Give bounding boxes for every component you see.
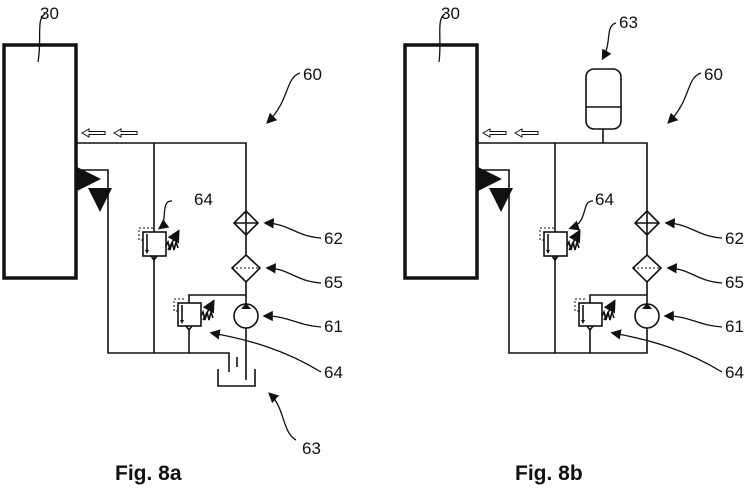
filter-65 <box>230 253 262 284</box>
leader-61 <box>262 310 322 328</box>
label-30: 30 <box>40 4 59 23</box>
leader-30 <box>438 13 446 63</box>
supply-line <box>76 142 247 213</box>
label-61: 61 <box>725 317 744 336</box>
label-60: 60 <box>303 65 322 84</box>
component-30-box <box>2 43 78 280</box>
figure-caption: Fig. 8a <box>115 462 182 485</box>
leader-64-upper <box>568 200 594 231</box>
label-64-upper: 64 <box>194 190 213 209</box>
leader-62 <box>664 218 723 239</box>
leader-30 <box>37 13 46 63</box>
pressure-relief-valve-upper <box>539 227 581 262</box>
label-62: 62 <box>324 229 343 248</box>
pump-61 <box>634 303 660 329</box>
supply-line <box>477 142 648 213</box>
label-60: 60 <box>704 65 723 84</box>
figure-8a: 30 64 <box>2 4 343 485</box>
leader-64-lower <box>610 329 723 373</box>
accumulator-63 <box>585 68 622 130</box>
pressure-relief-valve-upper <box>138 227 180 262</box>
label-65: 65 <box>324 273 343 292</box>
label-63: 63 <box>619 13 638 32</box>
tank-63 <box>217 369 256 387</box>
leader-60 <box>266 72 301 124</box>
label-30: 30 <box>441 4 460 23</box>
leader-64-upper <box>157 200 173 230</box>
label-64-upper: 64 <box>595 190 614 209</box>
leader-65 <box>666 263 723 284</box>
filter-62 <box>633 209 661 237</box>
hollow-flow-arrows <box>481 128 539 138</box>
label-61: 61 <box>324 317 343 336</box>
label-64-lower: 64 <box>725 363 744 382</box>
valve-lower-branch <box>589 294 647 303</box>
valve-lower-branch <box>188 294 246 303</box>
component-30-box <box>403 43 479 280</box>
label-64-lower: 64 <box>324 363 343 382</box>
figure-8b: 30 63 64 <box>403 4 744 485</box>
leader-64-lower <box>209 329 322 373</box>
hollow-flow-arrows <box>80 128 138 138</box>
filter-62 <box>232 209 260 237</box>
pump-61 <box>233 303 259 329</box>
leader-61 <box>663 310 723 328</box>
leader-65 <box>265 263 322 284</box>
pressure-relief-valve-lower <box>173 298 215 332</box>
label-63: 63 <box>302 439 321 458</box>
leader-62 <box>263 218 322 239</box>
label-65: 65 <box>725 273 744 292</box>
filter-65 <box>631 253 663 284</box>
pressure-relief-valve-lower <box>574 298 616 332</box>
label-62: 62 <box>725 229 744 248</box>
leader-63 <box>601 22 617 61</box>
leader-63 <box>268 392 297 441</box>
figure-caption: Fig. 8b <box>515 462 583 485</box>
leader-60 <box>667 72 702 124</box>
